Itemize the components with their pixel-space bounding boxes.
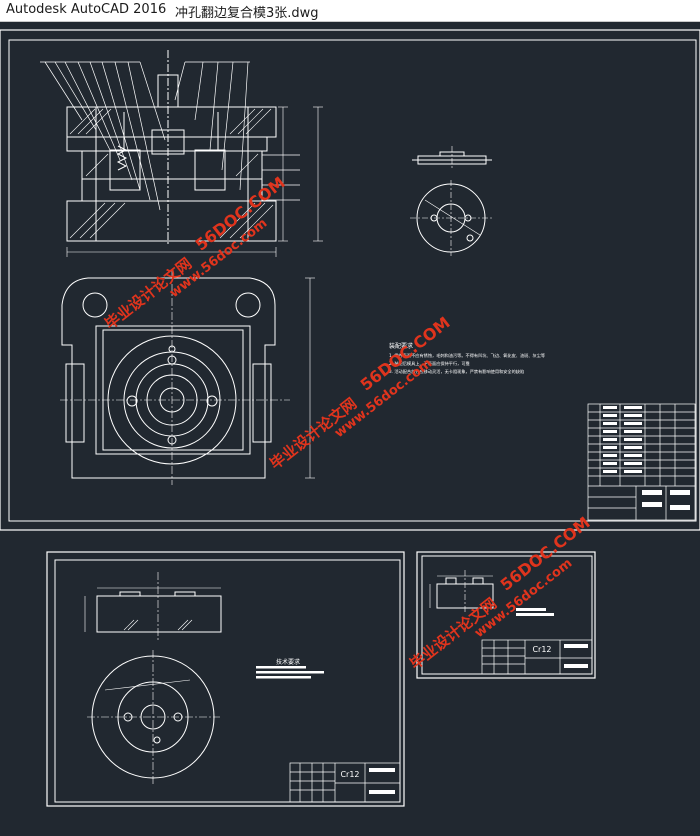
material-label-small: Cr12	[532, 645, 551, 654]
sheet2-notes-title: 技术要求	[276, 658, 300, 666]
part-views	[410, 146, 492, 256]
watermarks: 毕业设计论文网 www.56doc.com 56DOC.COM 毕业设计论文网 …	[101, 173, 593, 673]
bom-table	[587, 403, 696, 521]
bom-text-blocks	[603, 406, 690, 510]
notes-line-2: 2. 装配后模具上、下表面应保持平行，可靠	[389, 360, 470, 367]
file-name: 冲孔翻边复合模3张.dwg	[175, 6, 319, 21]
drawing-canvas[interactable]: 装配要求 1. 零件表面不应有锈蚀，毛刺和油污等。不得有凹坑、飞边、氧化皮、油斑…	[0, 21, 700, 831]
assembly-top-view	[60, 270, 315, 485]
app-name: Autodesk AutoCAD 2016	[6, 2, 167, 17]
notes-line-3: 3. 活动配合部分应移动灵活，无卡阻现象，严禁有影响使用和安全的缺陷	[389, 368, 524, 375]
sheet-part-small: Cr12	[416, 551, 596, 679]
material-label-large: Cr12	[340, 770, 359, 779]
title-bar: Autodesk AutoCAD 2016 冲孔翻边复合模3张.dwg	[0, 0, 700, 22]
assembly-notes: 装配要求 1. 零件表面不应有锈蚀，毛刺和油污等。不得有凹坑、飞边、氧化皮、油斑…	[389, 342, 545, 375]
title-block-small	[481, 639, 593, 675]
assembly-section-view	[40, 50, 323, 257]
sheet-part-large: 技术要求 Cr12	[46, 551, 405, 807]
notes-title: 装配要求	[389, 342, 413, 350]
notes-line-1: 1. 零件表面不应有锈蚀，毛刺和油污等。不得有凹坑、飞边、氧化皮、油斑、灰尘等	[389, 352, 545, 359]
cad-drawing[interactable]: 装配要求 1. 零件表面不应有锈蚀，毛刺和油污等。不得有凹坑、飞边、氧化皮、油斑…	[0, 21, 700, 831]
title-block-large	[289, 762, 401, 803]
sheet-assembly: 装配要求 1. 零件表面不应有锈蚀，毛刺和油污等。不得有凹坑、飞边、氧化皮、油斑…	[0, 29, 700, 531]
